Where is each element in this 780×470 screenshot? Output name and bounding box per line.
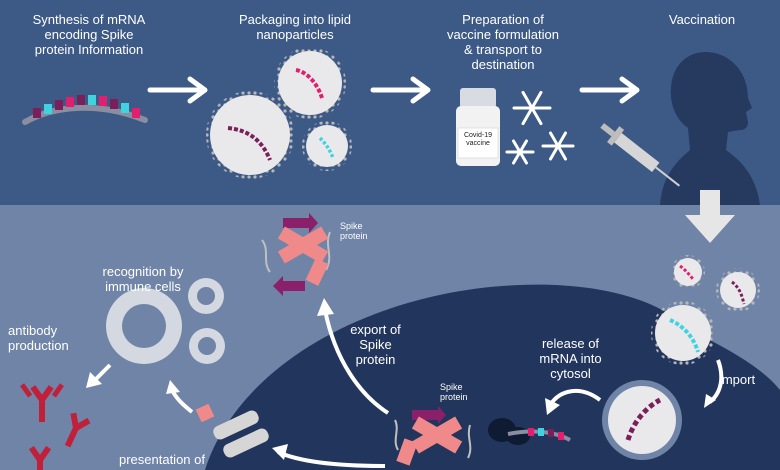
- antibody-icon: [20, 383, 91, 470]
- arrow-down-icon: [685, 190, 735, 243]
- arrow-presentation-icon: [277, 450, 386, 468]
- step-recognition-label: recognition by immune cells: [102, 264, 184, 294]
- spike-protein-top-label: Spike protein: [340, 221, 368, 241]
- spike-protein-cell-icon: [394, 406, 472, 466]
- mrna-strand-icon: [22, 95, 148, 125]
- arrow-right-icon: [579, 76, 640, 104]
- immune-cells-icon: [106, 278, 225, 364]
- step-presentation-label: presentation of: [118, 452, 205, 467]
- vial-label: Covid-19 vaccine: [463, 132, 492, 147]
- person-silhouette-icon: [660, 52, 760, 205]
- arrow-antibody-icon: [93, 363, 112, 382]
- endosome-icon: [602, 380, 682, 460]
- arrow-right-icon: [147, 76, 208, 104]
- spike-protein-exported-icon: [261, 213, 331, 296]
- step-packaging-label: Packaging into lipid nanoparticles: [238, 12, 352, 42]
- antigen-presentation-icon: [195, 403, 269, 458]
- syringe-icon: [600, 123, 681, 187]
- arrow-export-icon: [323, 309, 390, 415]
- top-panel: [0, 0, 780, 205]
- step-release-label: release of mRNA into cytosol: [539, 336, 602, 381]
- snowflake-icon: [505, 90, 575, 165]
- step-import-label: import: [718, 372, 756, 387]
- step-antibody-label: antibody production: [8, 323, 69, 353]
- ribosome-icon: [488, 418, 571, 445]
- arrow-release-icon: [548, 389, 602, 407]
- step-preparation-label: Preparation of vaccine formulation & tra…: [447, 12, 559, 72]
- nanoparticle-import-icon: [651, 255, 760, 365]
- step-vaccination-label: Vaccination: [668, 12, 736, 27]
- spike-protein-cell-label: Spike protein: [440, 382, 468, 402]
- arrow-right-icon: [370, 76, 431, 104]
- vaccine-vial-icon: [456, 88, 500, 166]
- lipid-nanoparticle-icon: [206, 47, 352, 179]
- step-export-label: export of Spike protein: [350, 322, 401, 367]
- step-synthesis-label: Synthesis of mRNA encoding Spike protein…: [32, 12, 146, 57]
